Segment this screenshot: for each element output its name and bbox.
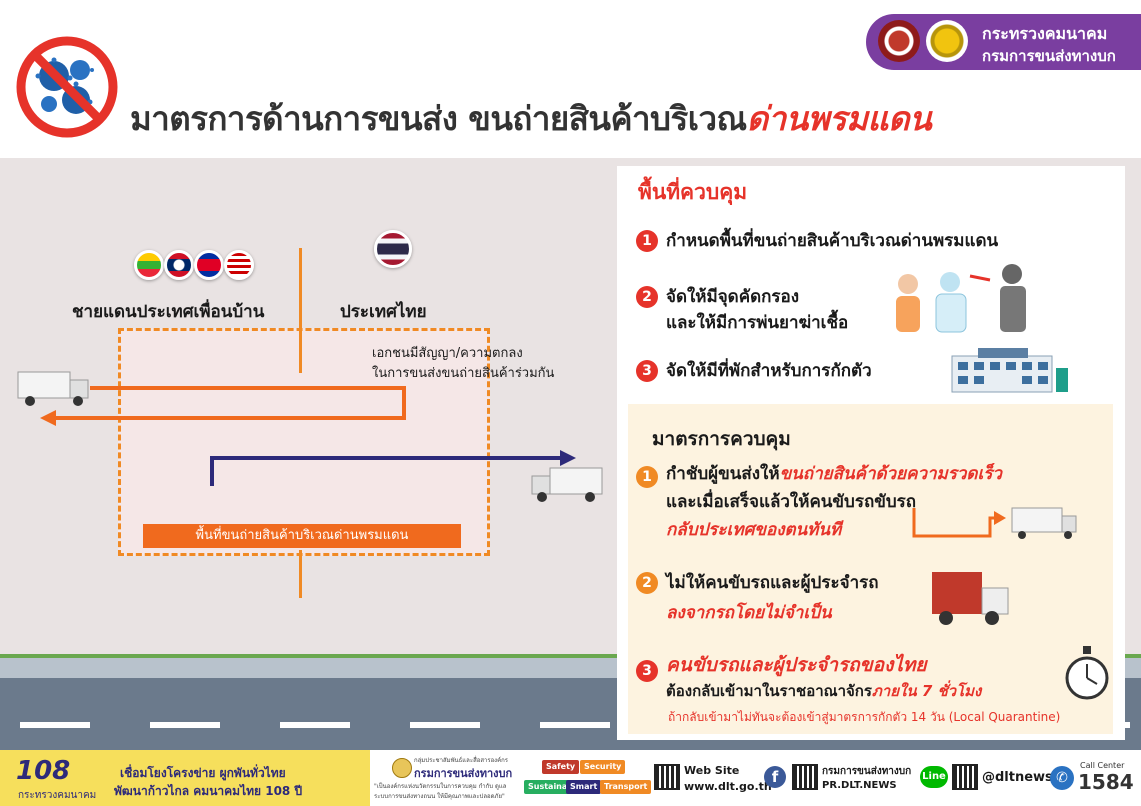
logo-text: กระทรวงคมนาคม — [18, 790, 97, 801]
footer-slogan-area — [0, 750, 370, 806]
step-number: 3 — [636, 660, 658, 682]
ministry-seal-icon — [878, 20, 920, 62]
dlt-vision-1: "เป็นองค์กรแห่งนวัตกรรมในการควบคุม กำกับ… — [374, 783, 507, 790]
call-center-label: Call Center — [1080, 761, 1125, 770]
line-qr-icon — [952, 764, 978, 790]
dlt-seal-icon — [926, 20, 968, 62]
unloading-zone — [118, 328, 490, 556]
return-arrow-icon — [912, 507, 1077, 539]
area-item-3: จัดให้มีที่พักสำหรับการกักตัว — [666, 361, 872, 381]
phone-icon[interactable]: ✆ — [1050, 766, 1074, 790]
line-handle[interactable]: @dltnews — [982, 770, 1053, 785]
line-icon[interactable]: Line — [920, 766, 948, 788]
traffic-arrows — [40, 386, 576, 486]
red-truck-icon — [932, 572, 1009, 625]
measures-box — [628, 404, 1113, 734]
facebook-handle[interactable]: PR.DLT.NEWS — [822, 780, 897, 791]
measure-item-3: คนขับรถและผู้ประจำรถของไทย ต้องกลับเข้าม… — [666, 654, 982, 700]
tag-transport: Transport — [600, 780, 652, 794]
cambodia-flag-icon — [194, 250, 224, 280]
call-center-number[interactable]: 1584 — [1078, 770, 1134, 794]
thailand-label: ประเทศไทย — [340, 302, 427, 322]
facebook-icon[interactable]: f — [764, 766, 786, 788]
page-title: มาตรการด้านการขนส่ง ขนถ่ายสินค้าบริเวณด่… — [130, 99, 932, 138]
tag-security: Security — [580, 760, 626, 774]
web-url[interactable]: www.dlt.go.th — [684, 780, 772, 793]
border-line — [299, 550, 302, 598]
myanmar-flag-icon — [134, 250, 164, 280]
footer-slogan-1: เชื่อมโยงโครงข่าย ผูกพันทั่วไทย — [120, 766, 286, 780]
control-area-title: พื้นที่ควบคุม — [638, 180, 748, 204]
footer-slogan-2: พัฒนาก้าวไกล คมนาคมไทย 108 ปี — [114, 784, 303, 798]
dlt-pr-label: กลุ่มประชาสัมพันธ์และสื่อสารองค์กร — [414, 757, 508, 764]
measure-item-2: ไม่ให้คนขับรถและผู้ประจำรถ ลงจากรถโดยไม่… — [666, 573, 879, 623]
area-item-1: กำหนดพื้นที่ขนถ่ายสินค้าบริเวณด่านพรมแดน — [666, 231, 999, 251]
private-agreement-label: เอกชนมีสัญญา/ความตกลง ในการขนส่งขนถ่ายสิ… — [372, 346, 555, 381]
facebook-qr-icon — [792, 764, 818, 790]
thailand-flag-icon — [374, 230, 412, 268]
tag-smart: Smart — [566, 780, 602, 794]
measure-item-1: กำชับผู้ขนส่งให้ขนถ่ายสินค้าด้วยความรวดเ… — [666, 464, 1002, 540]
dlt-name: กรมการขนส่งทางบก — [414, 767, 513, 780]
step-number: 2 — [636, 286, 658, 308]
stopwatch-icon — [1065, 646, 1109, 700]
footer-contact-area — [530, 750, 1141, 806]
step-number: 2 — [636, 572, 658, 594]
malaysia-flag-icon — [224, 250, 254, 280]
step-number: 1 — [636, 466, 658, 488]
department-name: กรมการขนส่งทางบก — [982, 47, 1116, 65]
quarantine-note: ถ้ากลับเข้ามาไม่ทันจะต้องเข้าสู่มาตรการก… — [668, 710, 1061, 724]
no-virus-icon — [16, 36, 118, 138]
ministry-badge: กระทรวงคมนาคม กรมการขนส่งทางบก — [866, 14, 1141, 70]
truck-icon — [531, 467, 603, 502]
neighbor-border-label: ชายแดนประเทศเพื่อนบ้าน — [72, 302, 265, 322]
ministry-name: กระทรวงคมนาคม — [982, 24, 1108, 43]
border-line — [299, 248, 302, 373]
website-qr-icon — [654, 764, 680, 790]
dlt-logo-icon — [392, 758, 412, 778]
108-logo-icon: 108 — [16, 756, 71, 786]
area-item-2: จัดให้มีจุดคัดกรอง และให้มีการพ่นยาฆ่าเช… — [666, 287, 849, 333]
step-number: 1 — [636, 230, 658, 252]
step-number: 3 — [636, 360, 658, 382]
zone-banner: พื้นที่ขนถ่ายสินค้าบริเวณด่านพรมแดน — [143, 524, 461, 548]
screening-staff-icon — [896, 264, 1026, 333]
tag-safety: Safety — [542, 760, 580, 774]
quarantine-building-icon — [951, 348, 1068, 393]
measures-title: มาตรการควบคุม — [652, 428, 791, 450]
web-label[interactable]: Web Site — [684, 764, 740, 777]
truck-icon — [17, 371, 89, 406]
laos-flag-icon — [164, 250, 194, 280]
dlt-vision-2: ระบบการขนส่งทางถนน ให้มีคุณภาพและปลอดภัย… — [374, 793, 505, 800]
facebook-name[interactable]: กรมการขนส่งทางบก — [822, 766, 912, 777]
